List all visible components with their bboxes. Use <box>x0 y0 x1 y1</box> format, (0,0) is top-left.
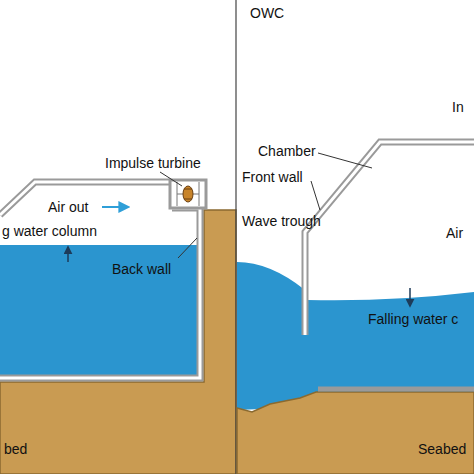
leader-line <box>178 238 197 258</box>
part-label: Wave trough <box>242 214 321 228</box>
rising-arrow <box>67 247 69 262</box>
falling-arrow <box>409 288 411 306</box>
part-label: In <box>452 100 464 114</box>
part-label: Air <box>446 226 463 240</box>
impulse-turbine-symbol <box>170 180 206 208</box>
leader-line <box>318 153 372 168</box>
part-label: Back wall <box>112 262 171 276</box>
part-label: Chamber <box>258 144 316 158</box>
part-label: Front wall <box>242 170 303 184</box>
part-label: g water column <box>2 224 97 238</box>
panel-divider <box>235 0 236 474</box>
seabed-right <box>237 392 474 474</box>
flow-label: Air out <box>48 200 88 214</box>
panel-title: OWC <box>250 6 284 20</box>
part-label: Falling water c <box>368 312 458 326</box>
part-label: Impulse turbine <box>105 156 201 170</box>
rising-water <box>0 245 200 378</box>
part-label: Seabed <box>418 442 466 456</box>
air-flow-arrow <box>102 206 128 208</box>
chamber-walls-left <box>0 182 200 378</box>
chamber-walls-right <box>305 142 474 389</box>
part-label: bed <box>4 442 27 456</box>
leader-line <box>311 181 320 210</box>
leader-line <box>160 172 182 186</box>
